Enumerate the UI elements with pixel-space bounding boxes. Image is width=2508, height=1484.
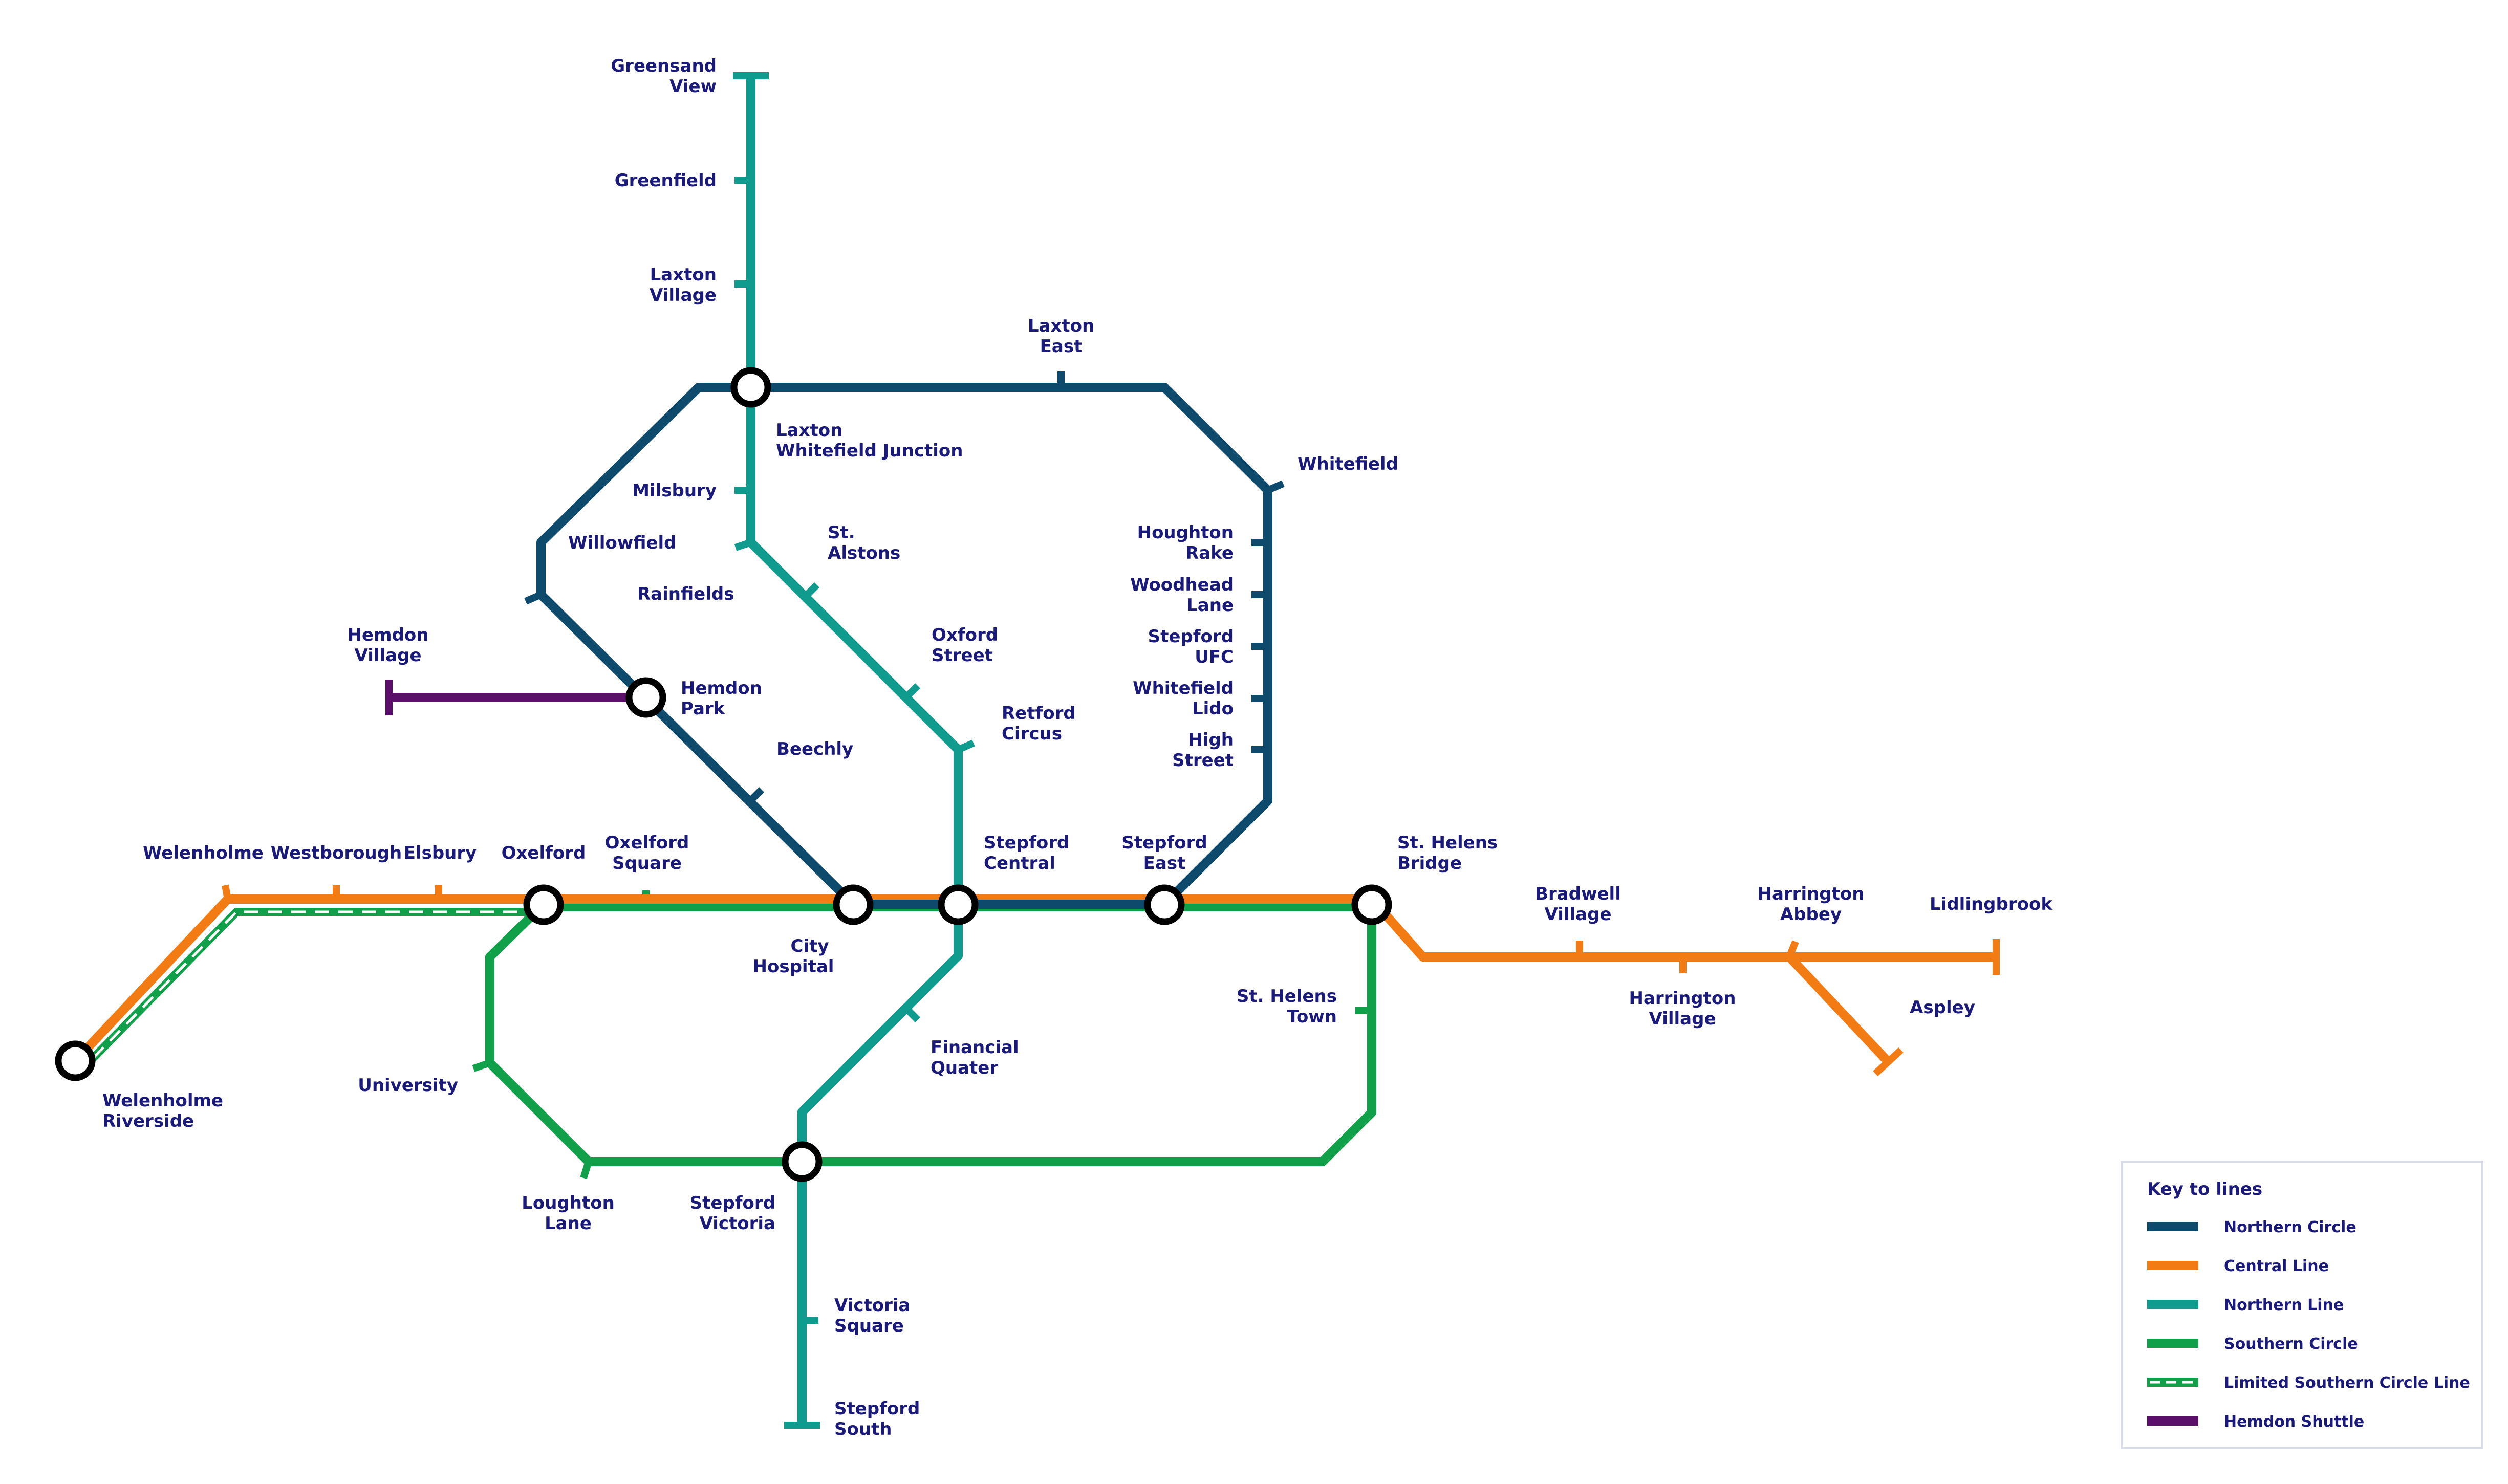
tick-harrington-abbey <box>1786 940 1799 958</box>
label-st-alstons: St.Alstons <box>828 522 900 563</box>
label-milsbury: Milsbury <box>632 481 717 501</box>
tick-loughton-lane <box>580 1160 592 1180</box>
limited-southern-circle-line <box>79 908 541 1073</box>
interchanges <box>55 367 1392 1182</box>
interchange-laxton-whitefield-junction[interactable] <box>730 367 771 408</box>
label-university: University <box>358 1075 458 1096</box>
label-willowfield: Willowfield <box>568 533 677 553</box>
tick-willowfield <box>524 591 543 605</box>
tick-financial-quater <box>903 1006 920 1022</box>
label-oxelford: Oxelford <box>502 843 586 863</box>
southern-circle-route <box>485 902 1376 1166</box>
interchange-hemdon-park[interactable] <box>625 677 666 718</box>
tick-welenholme <box>222 884 231 900</box>
label-beechly: Beechly <box>776 739 853 759</box>
label-whitefield: Whitefield <box>1298 454 1398 474</box>
legend-label-northern-circle: Northern Circle <box>2224 1218 2356 1236</box>
label-aspley: Aspley <box>1910 997 1975 1018</box>
interchange-st-helens-bridge[interactable] <box>1351 884 1392 925</box>
southern-circle-line <box>472 890 1376 1180</box>
limited-southern-dash <box>81 910 541 1071</box>
tick-university <box>472 1059 491 1072</box>
tick-retford-circus <box>957 739 975 753</box>
label-westborough: Westborough <box>271 843 402 863</box>
interchange-stepford-central[interactable] <box>938 884 979 925</box>
interchange-city-hospital[interactable] <box>833 884 874 925</box>
interchange-stepford-east[interactable] <box>1144 884 1185 925</box>
legend-label-central-line: Central Line <box>2224 1257 2329 1275</box>
label-rainfields: Rainfields <box>637 584 734 604</box>
legend: Key to lines Northern Circle Central Lin… <box>2121 1161 2483 1449</box>
tick-whitefield <box>1266 480 1285 494</box>
tick-beechly <box>747 787 764 804</box>
label-lidlingbrook: Lidlingbrook <box>1930 894 2053 914</box>
tick-oxford-street <box>903 683 920 700</box>
label-greenfield: Greenfield <box>615 170 717 191</box>
legend-label-northern-line: Northern Line <box>2224 1296 2344 1314</box>
label-welenholme: Welenholme <box>143 843 264 863</box>
tick-rainfields <box>734 539 752 551</box>
tick-st-alstons <box>803 582 819 599</box>
terminus-aspley <box>1873 1047 1904 1077</box>
legend-label-southern-circle: Southern Circle <box>2224 1335 2358 1353</box>
interchange-oxelford[interactable] <box>523 884 564 925</box>
interchange-stepford-victoria[interactable] <box>782 1141 823 1182</box>
northern-circle-line <box>524 371 1285 909</box>
interchange-welenholme-riverside[interactable] <box>55 1040 96 1081</box>
hemdon-shuttle-line <box>385 680 646 715</box>
legend-label-hemdon-shuttle: Hemdon Shuttle <box>2224 1413 2364 1431</box>
label-elsbury: Elsbury <box>404 843 477 863</box>
legend-title: Key to lines <box>2147 1179 2262 1199</box>
central-line-aspley-branch <box>1786 953 1892 1065</box>
northern-circle-route <box>536 383 1272 909</box>
legend-label-limited-southern-circle: Limited Southern Circle Line <box>2224 1374 2470 1392</box>
